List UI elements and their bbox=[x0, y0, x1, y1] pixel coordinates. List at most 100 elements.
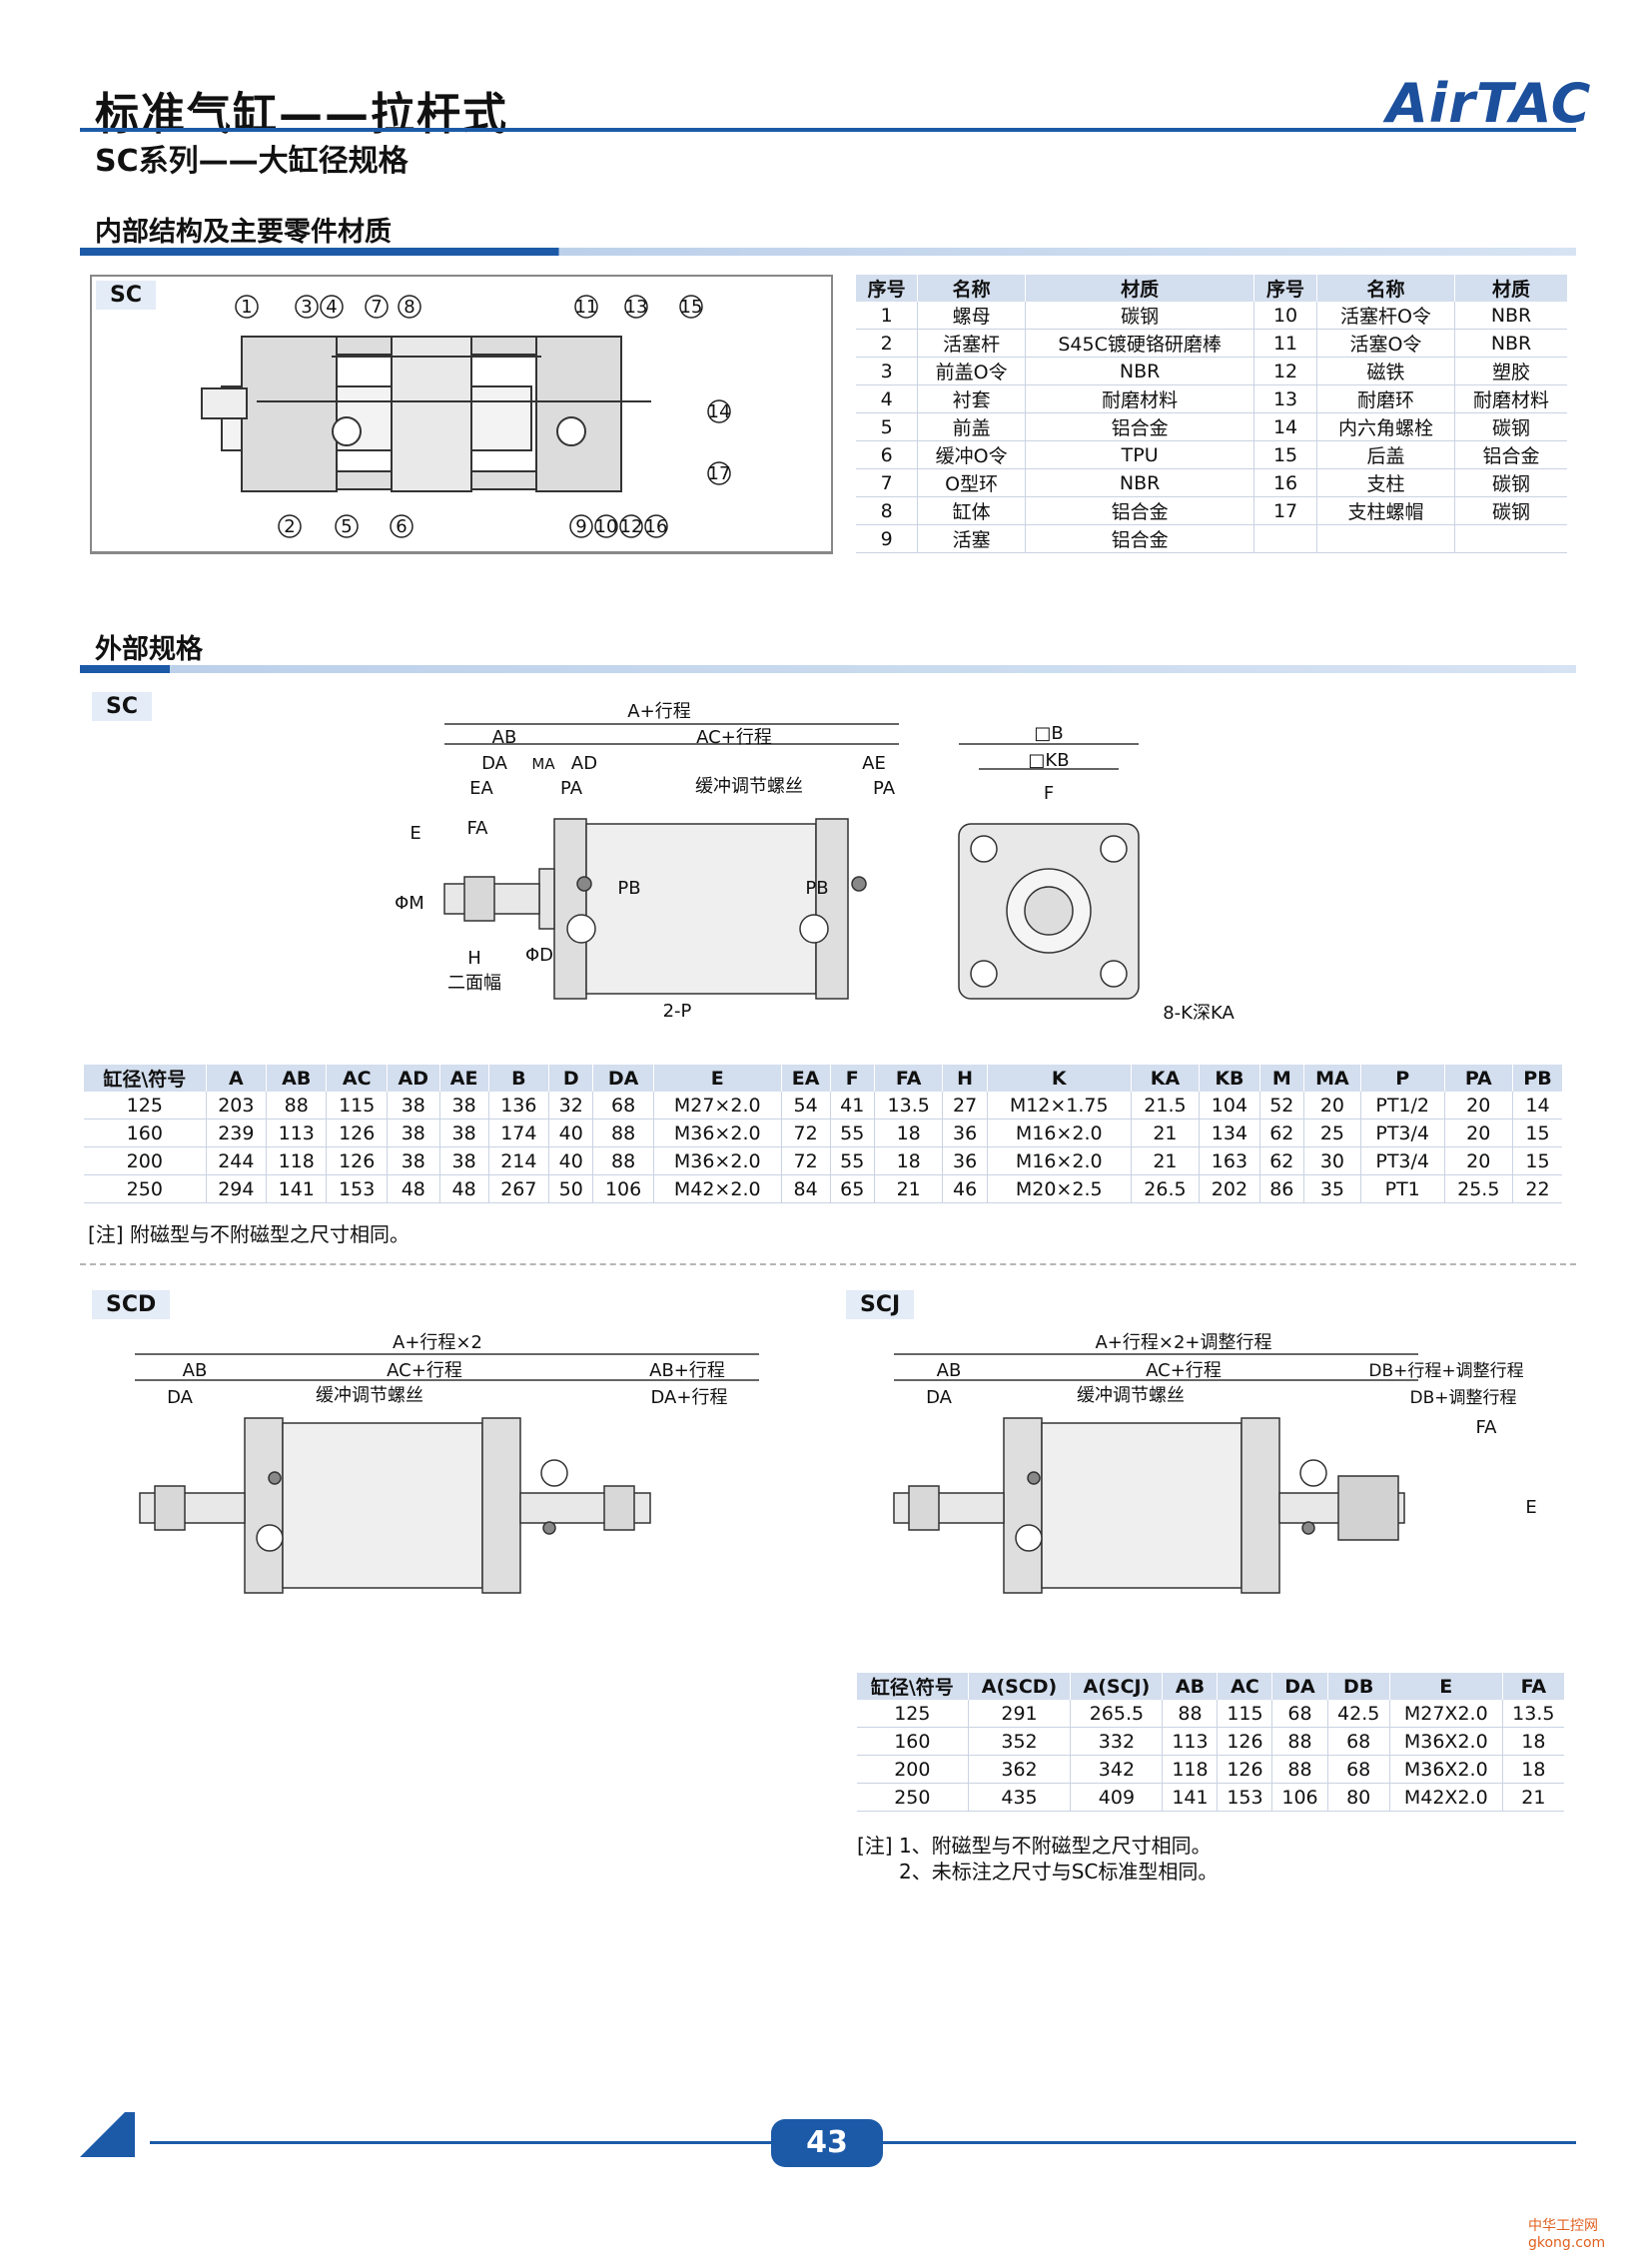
spec-table-header-cell: PB bbox=[1512, 1065, 1562, 1092]
spec-table-cell: 160 bbox=[84, 1119, 207, 1147]
scd-dim-da-stroke: DA+行程 bbox=[651, 1387, 728, 1408]
spec-table-cell: 21.5 bbox=[1131, 1092, 1201, 1120]
scd-scj-table-cell: 21 bbox=[1521, 1786, 1546, 1809]
scd-drawing: A+行程×2 AB AC+行程 AB+行程 DA DA+行程 缓冲调节螺丝 bbox=[135, 1332, 759, 1594]
spec-table-cell: PT1 bbox=[1360, 1174, 1445, 1203]
spec-table-cell: 41 bbox=[830, 1092, 875, 1120]
spec-table-cell: 84 bbox=[781, 1174, 831, 1203]
spec-table-cell: 46 bbox=[942, 1174, 988, 1203]
callout-7: 7 bbox=[365, 295, 389, 319]
svg-text:9: 9 bbox=[575, 516, 586, 537]
spec-table-cell: 65 bbox=[830, 1174, 875, 1203]
scd-scj-table-cell: 18 bbox=[1521, 1758, 1546, 1781]
dim-pa-right: PA bbox=[873, 778, 896, 799]
parts-table-cell: 碳钢 bbox=[1025, 302, 1255, 330]
spec-table-cell: 62 bbox=[1259, 1119, 1304, 1147]
scd-scj-table-cell: 409 bbox=[1070, 1783, 1164, 1812]
spec-table-cell: 36 bbox=[942, 1119, 988, 1147]
spec-table-header-cell: KB bbox=[1199, 1065, 1260, 1092]
parts-table-cell: 1 bbox=[856, 302, 919, 330]
spec-table-cell: 20 bbox=[1303, 1092, 1361, 1120]
spec-table-cell: 40 bbox=[548, 1146, 594, 1175]
dim-da: DA bbox=[481, 753, 508, 774]
spec-table-cell: 294 bbox=[206, 1174, 268, 1203]
scj-dim-a: A+行程×2+调整行程 bbox=[1095, 1332, 1271, 1353]
callout-1: 1 bbox=[235, 295, 259, 319]
scd-scj-table-header-cell: E bbox=[1389, 1673, 1503, 1700]
spec-table-cell: 214 bbox=[488, 1146, 550, 1175]
spec-table-cell: 15 bbox=[1525, 1149, 1550, 1172]
callout-17: 17 bbox=[707, 461, 731, 485]
dim-b: □B bbox=[1034, 723, 1063, 744]
parts-table-header-cell: 名称 bbox=[917, 275, 1026, 302]
parts-table-cell bbox=[1253, 524, 1317, 553]
parts-table-cell: 活塞杆O令 bbox=[1316, 302, 1456, 330]
parts-table-cell: 活塞 bbox=[917, 524, 1026, 553]
parts-table-cell: 耐磨材料 bbox=[1473, 389, 1550, 411]
parts-table-cell: 9 bbox=[856, 524, 919, 553]
spec-table-cell: 25 bbox=[1303, 1119, 1361, 1147]
parts-table-header-cell: 序号 bbox=[856, 275, 919, 302]
spec-table-cell: 38 bbox=[387, 1146, 440, 1175]
svg-text:17: 17 bbox=[708, 463, 731, 484]
parts-table-cell: NBR bbox=[1490, 332, 1532, 355]
parts-table-cell: 活塞O令 bbox=[1316, 329, 1456, 358]
svg-text:4: 4 bbox=[326, 297, 337, 318]
spec-table-cell: 126 bbox=[326, 1146, 388, 1175]
spec-table-cell: 13.5 bbox=[874, 1092, 944, 1120]
spec-table-cell: M20×2.5 bbox=[987, 1174, 1132, 1203]
spec-table-cell: 18 bbox=[874, 1146, 944, 1175]
parts-table-cell: O型环 bbox=[917, 468, 1026, 497]
external-tag: SC bbox=[92, 692, 152, 721]
svg-text:7: 7 bbox=[371, 297, 382, 318]
spec-table-cell: 86 bbox=[1259, 1174, 1304, 1203]
scd-dim-cushion: 缓冲调节螺丝 bbox=[316, 1385, 423, 1406]
svg-text:1: 1 bbox=[241, 297, 252, 318]
svg-text:5: 5 bbox=[341, 516, 352, 537]
scd-scj-table-cell: 13.5 bbox=[1512, 1702, 1555, 1725]
page-number: 43 bbox=[771, 2119, 883, 2167]
spec-table-cell: 239 bbox=[206, 1119, 268, 1147]
parts-table-cell: TPU bbox=[1025, 440, 1255, 469]
spec-table-header-cell: P bbox=[1360, 1065, 1445, 1092]
scd-scj-table-cell: 352 bbox=[968, 1727, 1072, 1756]
dim-ma: MA bbox=[531, 755, 555, 773]
spec-table-cell: M36×2.0 bbox=[653, 1146, 782, 1175]
spec-table-header-cell: A bbox=[206, 1065, 268, 1092]
spec-table-cell: 50 bbox=[548, 1174, 594, 1203]
spec-table-cell: 14 bbox=[1525, 1094, 1550, 1117]
callout-4: 4 bbox=[320, 295, 344, 319]
scd-scj-table-cell: 68 bbox=[1327, 1727, 1390, 1756]
section-internal-bar bbox=[80, 248, 1576, 256]
spec-table-cell: 125 bbox=[84, 1092, 207, 1120]
spec-table-cell: 22 bbox=[1525, 1177, 1550, 1200]
scd-scj-table-cell: 42.5 bbox=[1327, 1700, 1390, 1728]
parts-table-cell bbox=[1455, 525, 1567, 553]
scd-scj-table-cell: M42X2.0 bbox=[1389, 1783, 1503, 1812]
parts-table-cell: S45C镀硬铬研磨棒 bbox=[1025, 329, 1255, 358]
parts-table-header-cell: 序号 bbox=[1253, 275, 1317, 302]
spec-table-cell: 20 bbox=[1444, 1092, 1514, 1120]
callout-16: 16 bbox=[644, 514, 668, 538]
callout-12: 12 bbox=[619, 514, 643, 538]
spec-table-cell: 40 bbox=[548, 1119, 594, 1147]
spec-table-header-cell: KA bbox=[1131, 1065, 1201, 1092]
svg-text:11: 11 bbox=[575, 297, 598, 318]
spec-table-cell: 26.5 bbox=[1131, 1174, 1201, 1203]
section-external-bar bbox=[80, 665, 1576, 673]
airtac-logo: AirTAC bbox=[1386, 72, 1592, 135]
external-dimension-drawing: A+行程 AB AC+行程 DA MA AD AE EA PA PA 缓冲调节螺… bbox=[395, 701, 1235, 1024]
scd-scj-table-cell: 118 bbox=[1162, 1755, 1219, 1784]
spec-table-header-cell: DA bbox=[592, 1065, 654, 1092]
spec-table-cell: PT3/4 bbox=[1360, 1146, 1445, 1175]
scd-scj-table-cell: 126 bbox=[1217, 1755, 1273, 1784]
internal-structure-tag: SC bbox=[96, 281, 156, 310]
scd-dim-ab-stroke: AB+行程 bbox=[649, 1360, 725, 1381]
spec-table-header-cell: M bbox=[1259, 1065, 1304, 1092]
